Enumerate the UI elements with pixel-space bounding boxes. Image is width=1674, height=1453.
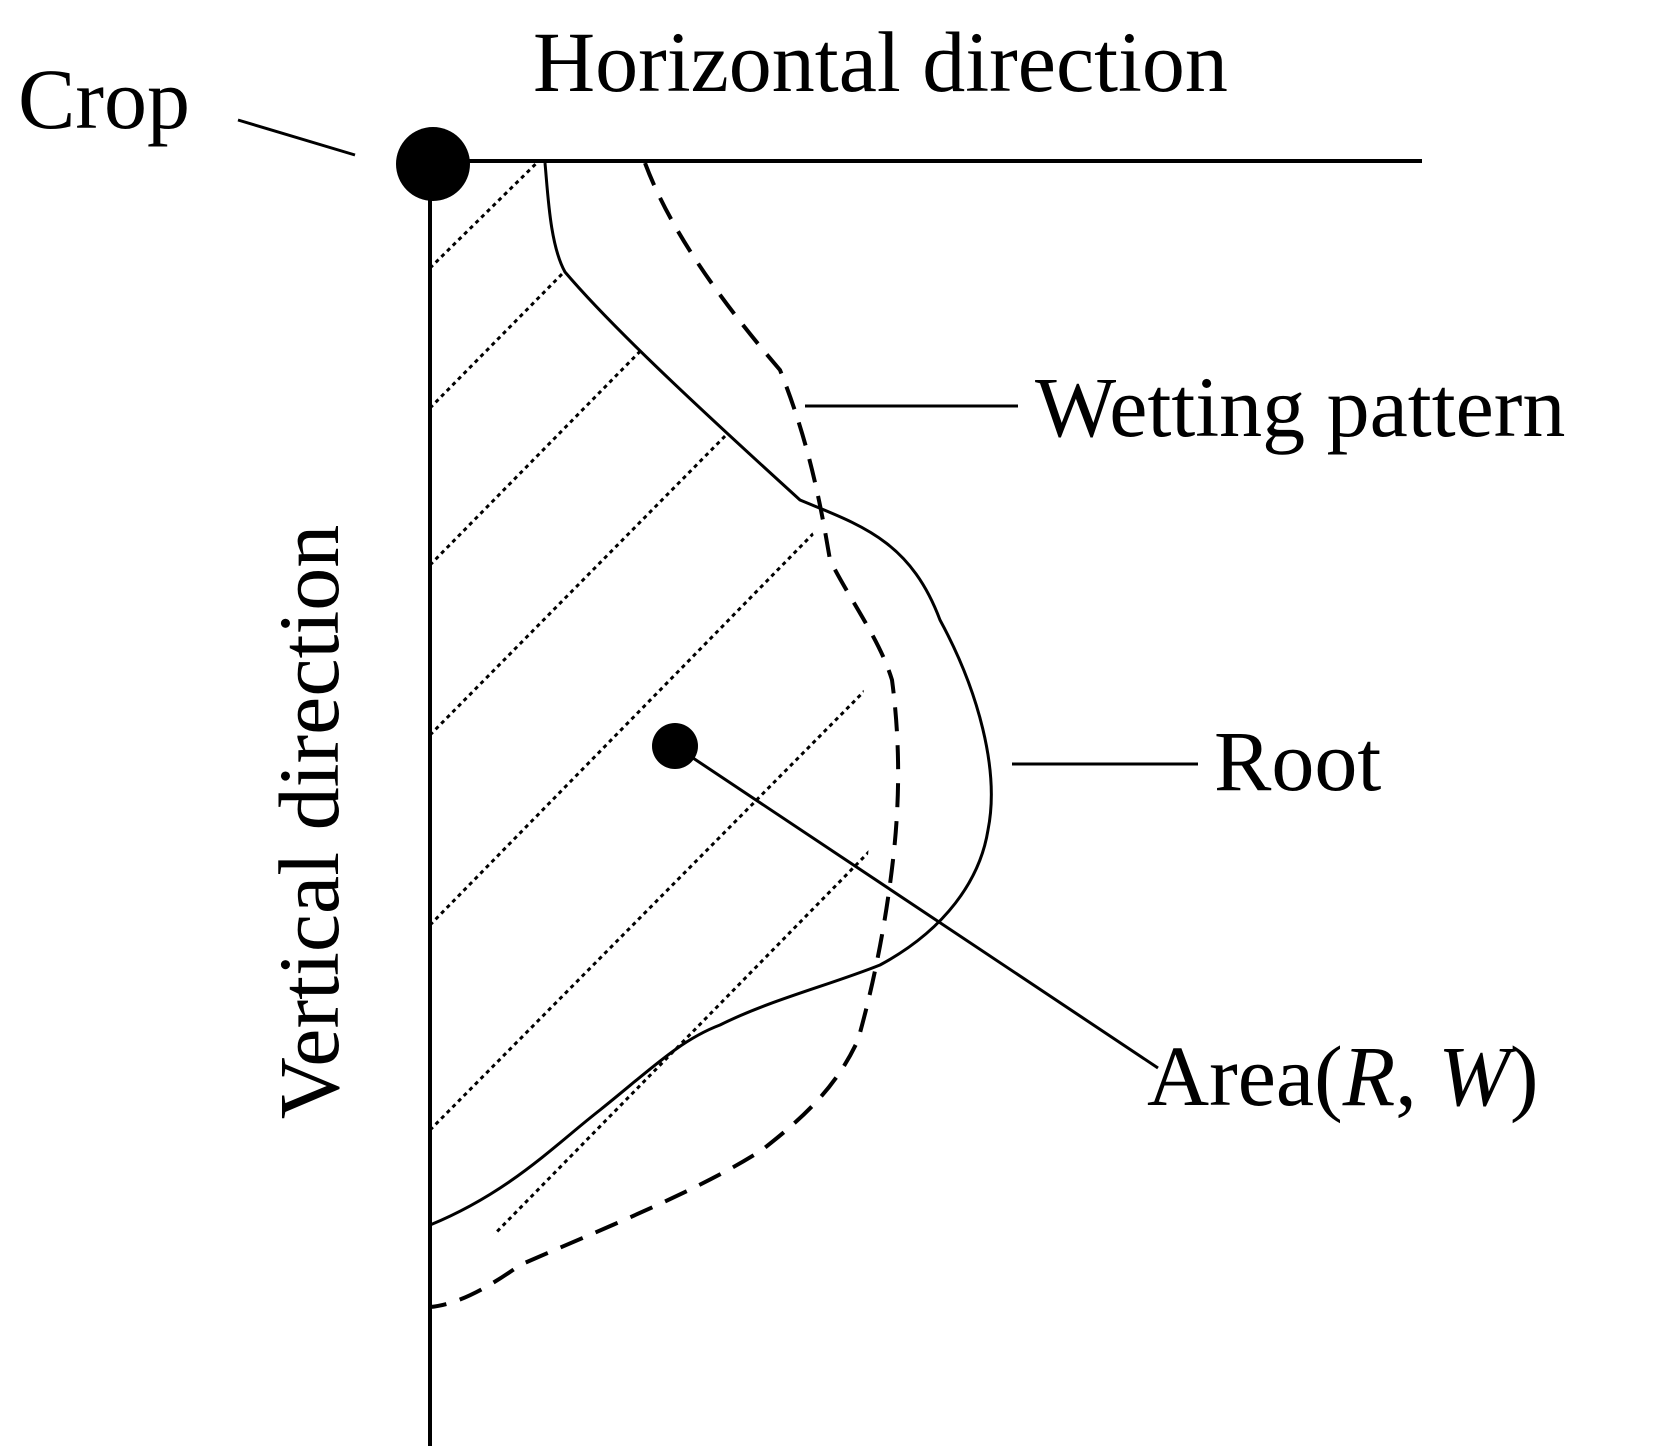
- wetting-pattern-label: Wetting pattern: [1035, 359, 1565, 455]
- area-label-suffix: ): [1510, 1028, 1539, 1124]
- root-outline: [429, 162, 993, 1227]
- area-hatching: [430, 160, 871, 1236]
- crop-label: Crop: [18, 51, 190, 147]
- wetting-pattern-outline: [429, 162, 901, 1309]
- area-label-w: W: [1438, 1028, 1517, 1124]
- root-label: Root: [1214, 713, 1381, 809]
- area-label: Area(R, W): [1147, 1028, 1539, 1124]
- vertical-direction-label: Vertical direction: [261, 525, 357, 1120]
- area-label-separator: ,: [1395, 1028, 1438, 1124]
- horizontal-direction-label: Horizontal direction: [533, 14, 1228, 110]
- area-label-prefix: Area(: [1147, 1028, 1343, 1124]
- crop-point: [396, 127, 470, 201]
- area-leader: [674, 744, 1159, 1070]
- area-label-r: R: [1342, 1028, 1396, 1124]
- crop-leader: [237, 118, 356, 157]
